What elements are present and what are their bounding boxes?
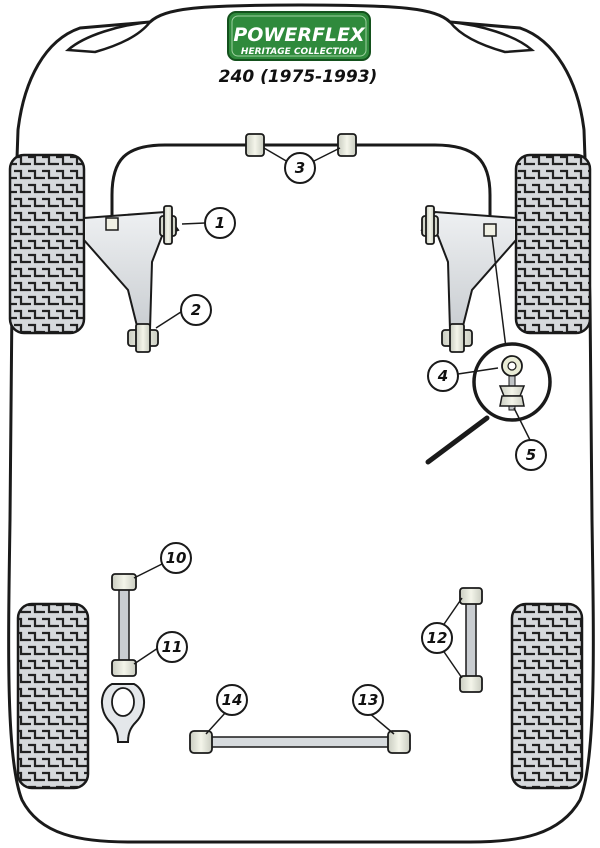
wishbone-bush-front-left — [159, 205, 177, 245]
rear-right-tyre — [510, 602, 584, 790]
callout-14: 14 — [216, 684, 248, 716]
right-headlight — [447, 20, 536, 54]
svg-text:2: 2 — [191, 301, 201, 319]
svg-text:13: 13 — [358, 691, 379, 709]
callout-4: 4 — [427, 360, 459, 392]
rear-left-torque-rod — [101, 573, 145, 743]
callout-13: 13 — [352, 684, 384, 716]
callout-2: 2 — [180, 294, 212, 326]
model-title: 240 (1975-1993) — [219, 67, 378, 87]
svg-text:14: 14 — [222, 691, 243, 709]
brand-name: POWERFLEX — [233, 24, 366, 46]
car-body-outline — [7, 3, 595, 844]
svg-text:3: 3 — [295, 159, 305, 177]
callout-11: 11 — [156, 631, 188, 663]
arb-drop-link-right — [483, 223, 497, 237]
callout-1: 1 — [204, 207, 236, 239]
svg-text:5: 5 — [526, 446, 536, 464]
left-headlight — [64, 20, 153, 54]
arb-bush-right — [337, 133, 357, 157]
callout-3: 3 — [284, 152, 316, 184]
wishbone-bush-rear-left — [127, 323, 159, 353]
svg-text:12: 12 — [427, 629, 448, 647]
wishbone-bush-front-right — [421, 205, 439, 245]
panhard-rod — [189, 730, 411, 754]
wishbone-bush-rear-right — [441, 323, 473, 353]
front-left-tyre — [8, 153, 86, 335]
callout-12: 12 — [421, 622, 453, 654]
arb-drop-link-left — [105, 217, 119, 231]
svg-text:11: 11 — [162, 638, 183, 656]
callout-10: 10 — [160, 542, 192, 574]
magnifier-icon — [425, 342, 552, 465]
rear-left-tyre — [16, 602, 90, 790]
brand-subtitle: HERITAGE COLLECTION — [241, 47, 358, 57]
front-right-tyre — [514, 153, 592, 335]
arb-bush-left — [245, 133, 265, 157]
powerflex-logo: POWERFLEX HERITAGE COLLECTION — [227, 11, 371, 61]
callout-5: 5 — [515, 439, 547, 471]
svg-text:4: 4 — [437, 367, 448, 385]
front-anti-roll-bar — [110, 143, 492, 228]
svg-text:10: 10 — [166, 549, 187, 567]
rear-right-link — [459, 587, 483, 693]
svg-text:1: 1 — [215, 214, 225, 232]
